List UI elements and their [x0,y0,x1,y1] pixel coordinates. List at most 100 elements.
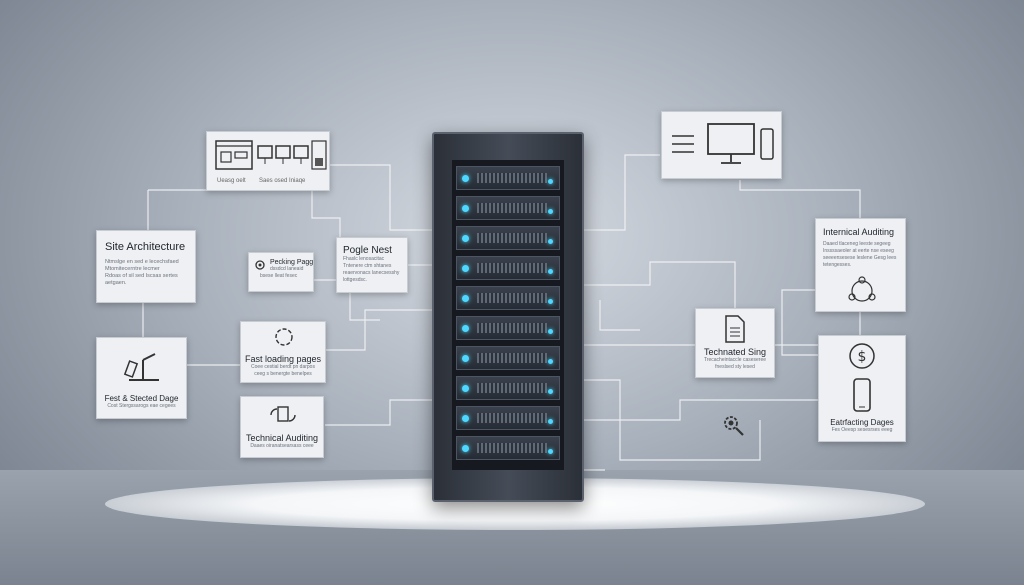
card-fast-structured-page: Fest & Stected Dage Cost Stergssarogs ea… [96,337,187,419]
card-title: Site Architecture [105,241,186,253]
card-text: dssdcd laneaid [270,266,304,272]
vent-grille [477,233,547,243]
vent-grille [477,383,547,393]
card-text: Inssssaeoler at eerte nse eseeg [823,248,894,254]
server-unit [456,286,560,310]
thumb-caption-1: Ueasg oelt [217,178,246,184]
card-text: Coee cestial berdt pn darpos [251,364,315,370]
status-led [548,449,553,454]
card-text: bsese lleat fesec [260,273,298,279]
page-grid-icon [257,145,309,164]
card-title: Technated Sing [703,347,767,357]
card-text: ceeg s benergte benelpes [254,371,312,377]
menu-lines-icon [672,135,694,153]
card-title: Technical Auditing [245,433,319,443]
card-text: lottgesdsc. [343,277,367,283]
card-technated-sing: Technated Sing Trecacheintaccle casesere… [695,308,775,378]
status-led [462,355,469,362]
card-text: Daaes oiranatsearsass ceee [250,443,314,449]
card-title: Internical Auditing [823,227,895,237]
status-led [462,415,469,422]
server-unit [456,316,560,340]
status-led [462,205,469,212]
vent-grille [477,173,547,183]
status-led [462,325,469,332]
card-internal-auditing: Internical Auditing Daaed tlaceneg leest… [815,218,906,312]
status-led [548,329,553,334]
vent-grille [477,413,547,423]
card-text: Cost Stergssarogs eae cegees [107,403,176,409]
server-unit [456,346,560,370]
server-unit [456,166,560,190]
card-site-architecture: Site Architecture Ntmslge en sed e lecec… [96,230,196,303]
svg-text:$: $ [858,349,867,365]
desktop-monitor-icon [707,123,755,164]
status-led [548,419,553,424]
vent-grille [477,263,547,273]
server-unit [456,196,560,220]
card-text: fneslsed sty lesed [715,364,755,370]
vent-grille [477,323,547,333]
status-led [548,359,553,364]
card-text: aetgaen. [105,280,127,286]
document-icon [725,315,745,343]
status-led [462,235,469,242]
vent-grille [477,443,547,453]
smartphone-icon [853,378,871,412]
card-text: Tntenere ctm shtanes [343,263,392,269]
card-page-nest: Pogle Nest Fhaslc lenosacitac Tntenere c… [336,237,408,293]
status-led [462,175,469,182]
server-unit [456,406,560,430]
card-title: Fest & Stected Dage [104,394,179,403]
card-fast-loading-pages: Fast loading pages Coee cestial berdt pn… [240,321,326,383]
server-rack [432,132,584,502]
status-led [462,385,469,392]
card-title: Eatrfacting Dages [830,418,894,427]
card-technical-auditing-left: Technical Auditing Daaes oiranatsearsass… [240,396,324,458]
card-text: Fhaslc lenosacitac [343,256,385,262]
refresh-document-icon [270,406,296,422]
server-unit [456,436,560,460]
document-chart-icon [311,140,327,170]
refresh-icon [275,328,293,346]
server-unit [456,376,560,400]
card-text: Daaed tlaceneg leeste segeeg [823,241,891,247]
card-text: Rdoas of sil sed Iscsas sertes [105,273,178,279]
card-title: Fast loading pages [245,354,322,364]
status-led [462,295,469,302]
vent-grille [477,203,547,213]
card-title: Pecking Pagg [270,259,314,266]
card-title: Pogle Nest [343,245,392,256]
card-text: reaervonacs lanecsesshy [343,270,400,276]
mobile-phone-icon [760,128,774,160]
scale-icon [123,353,159,381]
dollar-icon: $ [849,343,875,369]
vent-grille [477,353,547,363]
card-text: Fes Oeesp sesesrses eeeg [831,427,893,433]
server-unit [456,226,560,250]
browser-window-icon [215,140,253,170]
status-led [548,299,553,304]
card-text: Ntmslge en sed e lecechsfaed [105,259,179,265]
status-led [548,209,553,214]
vent-grille [477,293,547,303]
card-text: Mtomitecerntre lecmer [105,266,160,272]
card-text: tetengesses. [823,262,852,268]
card-eatrfacting-pages: $ Eatrfacting Dages Fes Oeesp sesesrses … [818,335,906,442]
thumb-caption-2: Saes osed Iniaqe [259,178,306,184]
gear-search-icon [724,416,744,436]
card-text: seeeensesese leslene Gesg lees [823,255,897,261]
status-led [462,445,469,452]
status-led [548,269,553,274]
status-led [548,389,553,394]
card-text: Trecacheintaccle caseseree [703,357,767,363]
status-led [462,265,469,272]
network-cycle-icon [848,276,876,302]
thumbnail-card-layout: Ueasg oelt Saes osed Iniaqe [206,131,330,191]
server-unit [456,256,560,280]
status-led [548,239,553,244]
card-pecking-page: Pecking Pagg dssdcd laneaid bsese lleat … [248,252,314,292]
status-led [548,179,553,184]
devices-card [661,111,782,179]
